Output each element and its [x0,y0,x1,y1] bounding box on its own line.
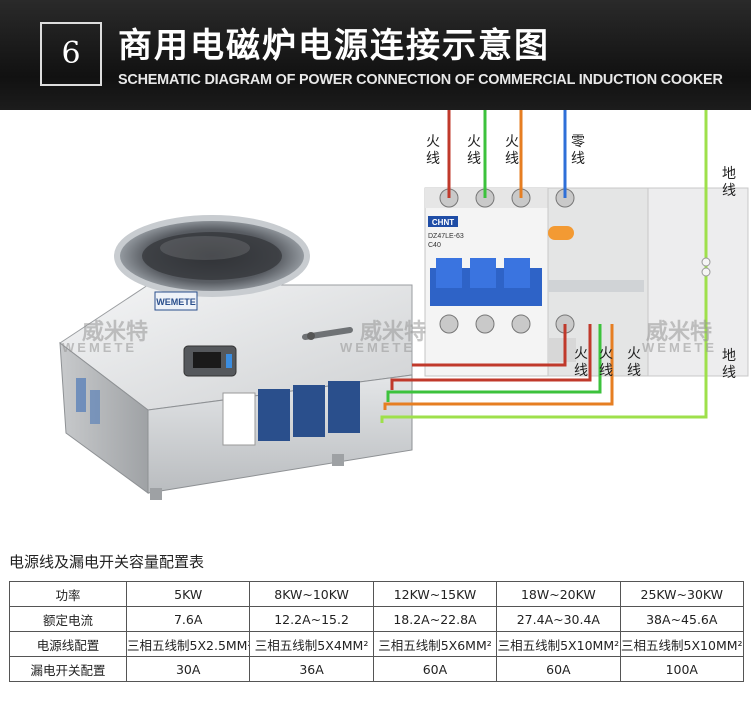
table-cell: 18.2A~22.8A [372,606,498,632]
page-subtitle: SCHEMATIC DIAGRAM OF POWER CONNECTION OF… [118,72,723,88]
breaker-rating: C40 [428,242,441,249]
induction-cooker: WEMETE [59,215,413,500]
table-cell: 8KW~10KW [249,581,374,607]
table-cell: 12.2A~15.2 [249,606,374,632]
table-cell: 三相五线制5X10MM² [496,631,621,657]
table-row: 电源线配置 三相五线制5X2.5MM² 三相五线制5X4MM² 三相五线制5X6… [9,631,745,657]
supply-wires [447,110,711,410]
config-table: 功率 5KW 8KW~10KW 12KW~15KW 18W~20KW 25KW~… [9,581,745,682]
table-cell: 100A [619,656,745,682]
table-cell: 5KW [125,581,251,607]
row-header: 额定电流 [9,606,127,632]
table-row: 额定电流 7.6A 12.2A~15.2 18.2A~22.8A 27.4A~3… [9,606,745,632]
table-cell: 7.6A [125,606,251,632]
table-cell: 60A [496,656,621,682]
breaker-brand: CHNT [432,218,454,227]
watermark-en-right: WEMETE [642,340,718,355]
table-cell: 三相五线制5X10MM² [619,631,745,657]
row-header: 电源线配置 [9,631,127,657]
table-cell: 27.4A~30.4A [496,606,621,632]
table-cell: 25KW~30KW [619,581,745,607]
row-header: 漏电开关配置 [9,656,127,682]
table-cell: 60A [372,656,498,682]
table-cell: 三相五线制5X6MM² [372,631,498,657]
connection-diagram: WEMETE CHNT DZ47LE-63 C40 [0,110,751,530]
wire-label-live-out-1: 火线 [574,346,588,379]
watermark-en-center: WEMETE [340,340,416,355]
wire-label-live-2: 火线 [467,134,481,167]
table-cell: 38A~45.6A [619,606,745,632]
wire-label-live-out-2: 火线 [599,346,613,379]
cooker-brand-label: WEMETE [156,297,196,307]
table-cell: 18W~20KW [496,581,621,607]
wire-label-live-3: 火线 [505,134,519,167]
wire-label-live-out-3: 火线 [627,346,641,379]
page-title: 商用电磁炉电源连接示意图 [118,26,550,66]
load-wires [380,324,708,423]
header-banner: 6 商用电磁炉电源连接示意图 SCHEMATIC DIAGRAM OF POWE… [0,0,751,110]
breaker-model: DZ47LE-63 [428,233,464,240]
table-cell: 30A [125,656,251,682]
watermark-cn-left: 威米特 [82,319,149,344]
table-cell: 36A [249,656,374,682]
table-row: 功率 5KW 8KW~10KW 12KW~15KW 18W~20KW 25KW~… [9,581,745,607]
wire-label-earth-bottom: 地线 [722,348,736,381]
table-cell: 三相五线制5X4MM² [249,631,374,657]
diagram-illustration: WEMETE CHNT DZ47LE-63 C40 [59,110,749,500]
table-title: 电源线及漏电开关容量配置表 [9,553,205,571]
watermark-cn-center: 威米特 [360,319,427,344]
table-cell: 三相五线制5X2.5MM² [125,631,251,657]
section-number: 6 [40,22,102,86]
wire-label-neutral: 零线 [571,134,585,167]
wire-label-live-1: 火线 [426,134,440,167]
watermark-en-left: WEMETE [62,340,138,355]
watermark-cn-right: 威米特 [646,319,713,344]
wire-label-earth-top: 地线 [722,166,736,199]
table-row: 漏电开关配置 30A 36A 60A 60A 100A [9,656,745,682]
table-cell: 12KW~15KW [372,581,498,607]
row-header: 功率 [9,581,127,607]
